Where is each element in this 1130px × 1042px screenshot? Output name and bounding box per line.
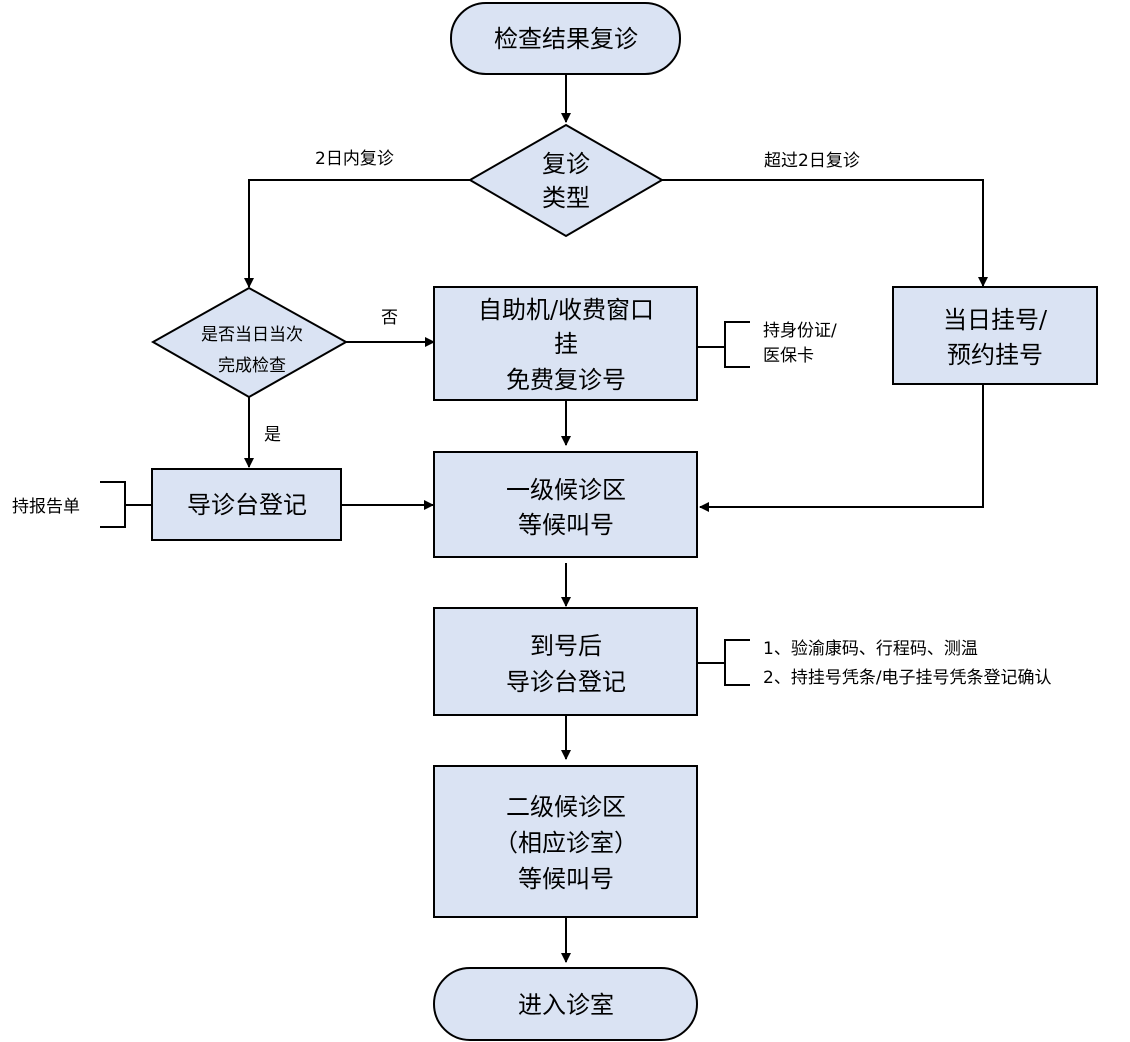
waiting-area-1-box xyxy=(433,451,698,558)
arrival-note-text: 2、持挂号凭条/电子挂号凭条登记确认 xyxy=(763,668,1052,688)
waiting-1-text: 等候叫号 xyxy=(518,511,614,539)
waiting-1-text: 一级候诊区 xyxy=(506,476,626,504)
guide-desk-box xyxy=(151,468,342,541)
decision-same-day-text: 完成检查 xyxy=(218,356,286,376)
waiting-2-text: （相应诊室） xyxy=(494,829,638,857)
waiting-2-text: 等候叫号 xyxy=(518,865,614,893)
self-service-text: 挂 xyxy=(554,330,578,358)
end-terminal xyxy=(433,967,698,1041)
branch-label-over-2-days: 超过2日复诊 xyxy=(764,151,860,171)
arrival-text: 到号后 xyxy=(530,632,602,660)
branch-label-within-2-days: 2日内复诊 xyxy=(315,149,394,169)
id-note-text: 持身份证/ xyxy=(763,321,837,341)
decision-same-day xyxy=(150,286,349,399)
start-terminal xyxy=(450,2,681,75)
decision-type-text: 复诊 xyxy=(542,150,590,178)
decision-type xyxy=(468,123,664,238)
arrival-text: 导诊台登记 xyxy=(506,668,626,696)
arrow-over-2-days xyxy=(662,179,988,287)
arrival-notes-bracket xyxy=(697,639,750,686)
report-note-bracket xyxy=(100,481,152,528)
self-service-box xyxy=(433,286,698,401)
self-service-text: 免费复诊号 xyxy=(506,366,626,394)
report-note-text: 持报告单 xyxy=(12,497,80,517)
id-note-bracket xyxy=(697,321,750,368)
register-text: 当日挂号/ xyxy=(943,306,1048,334)
arrow-within-2-days xyxy=(244,179,470,288)
decision-type-text: 类型 xyxy=(542,184,590,212)
start-text: 检查结果复诊 xyxy=(494,25,638,53)
waiting-area-2-box xyxy=(433,765,698,918)
decision-same-day-text: 是否当日当次 xyxy=(201,325,303,345)
end-text: 进入诊室 xyxy=(518,991,614,1019)
id-note-text: 医保卡 xyxy=(763,346,814,366)
guide-desk-text: 导诊台登记 xyxy=(187,491,307,519)
self-service-text: 自助机/收费窗口 xyxy=(478,296,654,324)
label-yes: 是 xyxy=(264,425,281,445)
label-no: 否 xyxy=(381,308,398,328)
arrival-box xyxy=(433,607,698,716)
arrow-register-to-waiting xyxy=(699,384,984,512)
register-box xyxy=(892,286,1098,385)
register-text: 预约挂号 xyxy=(947,341,1043,369)
waiting-2-text: 二级候诊区 xyxy=(506,793,626,821)
arrival-note-text: 1、验渝康码、行程码、测温 xyxy=(763,639,978,659)
